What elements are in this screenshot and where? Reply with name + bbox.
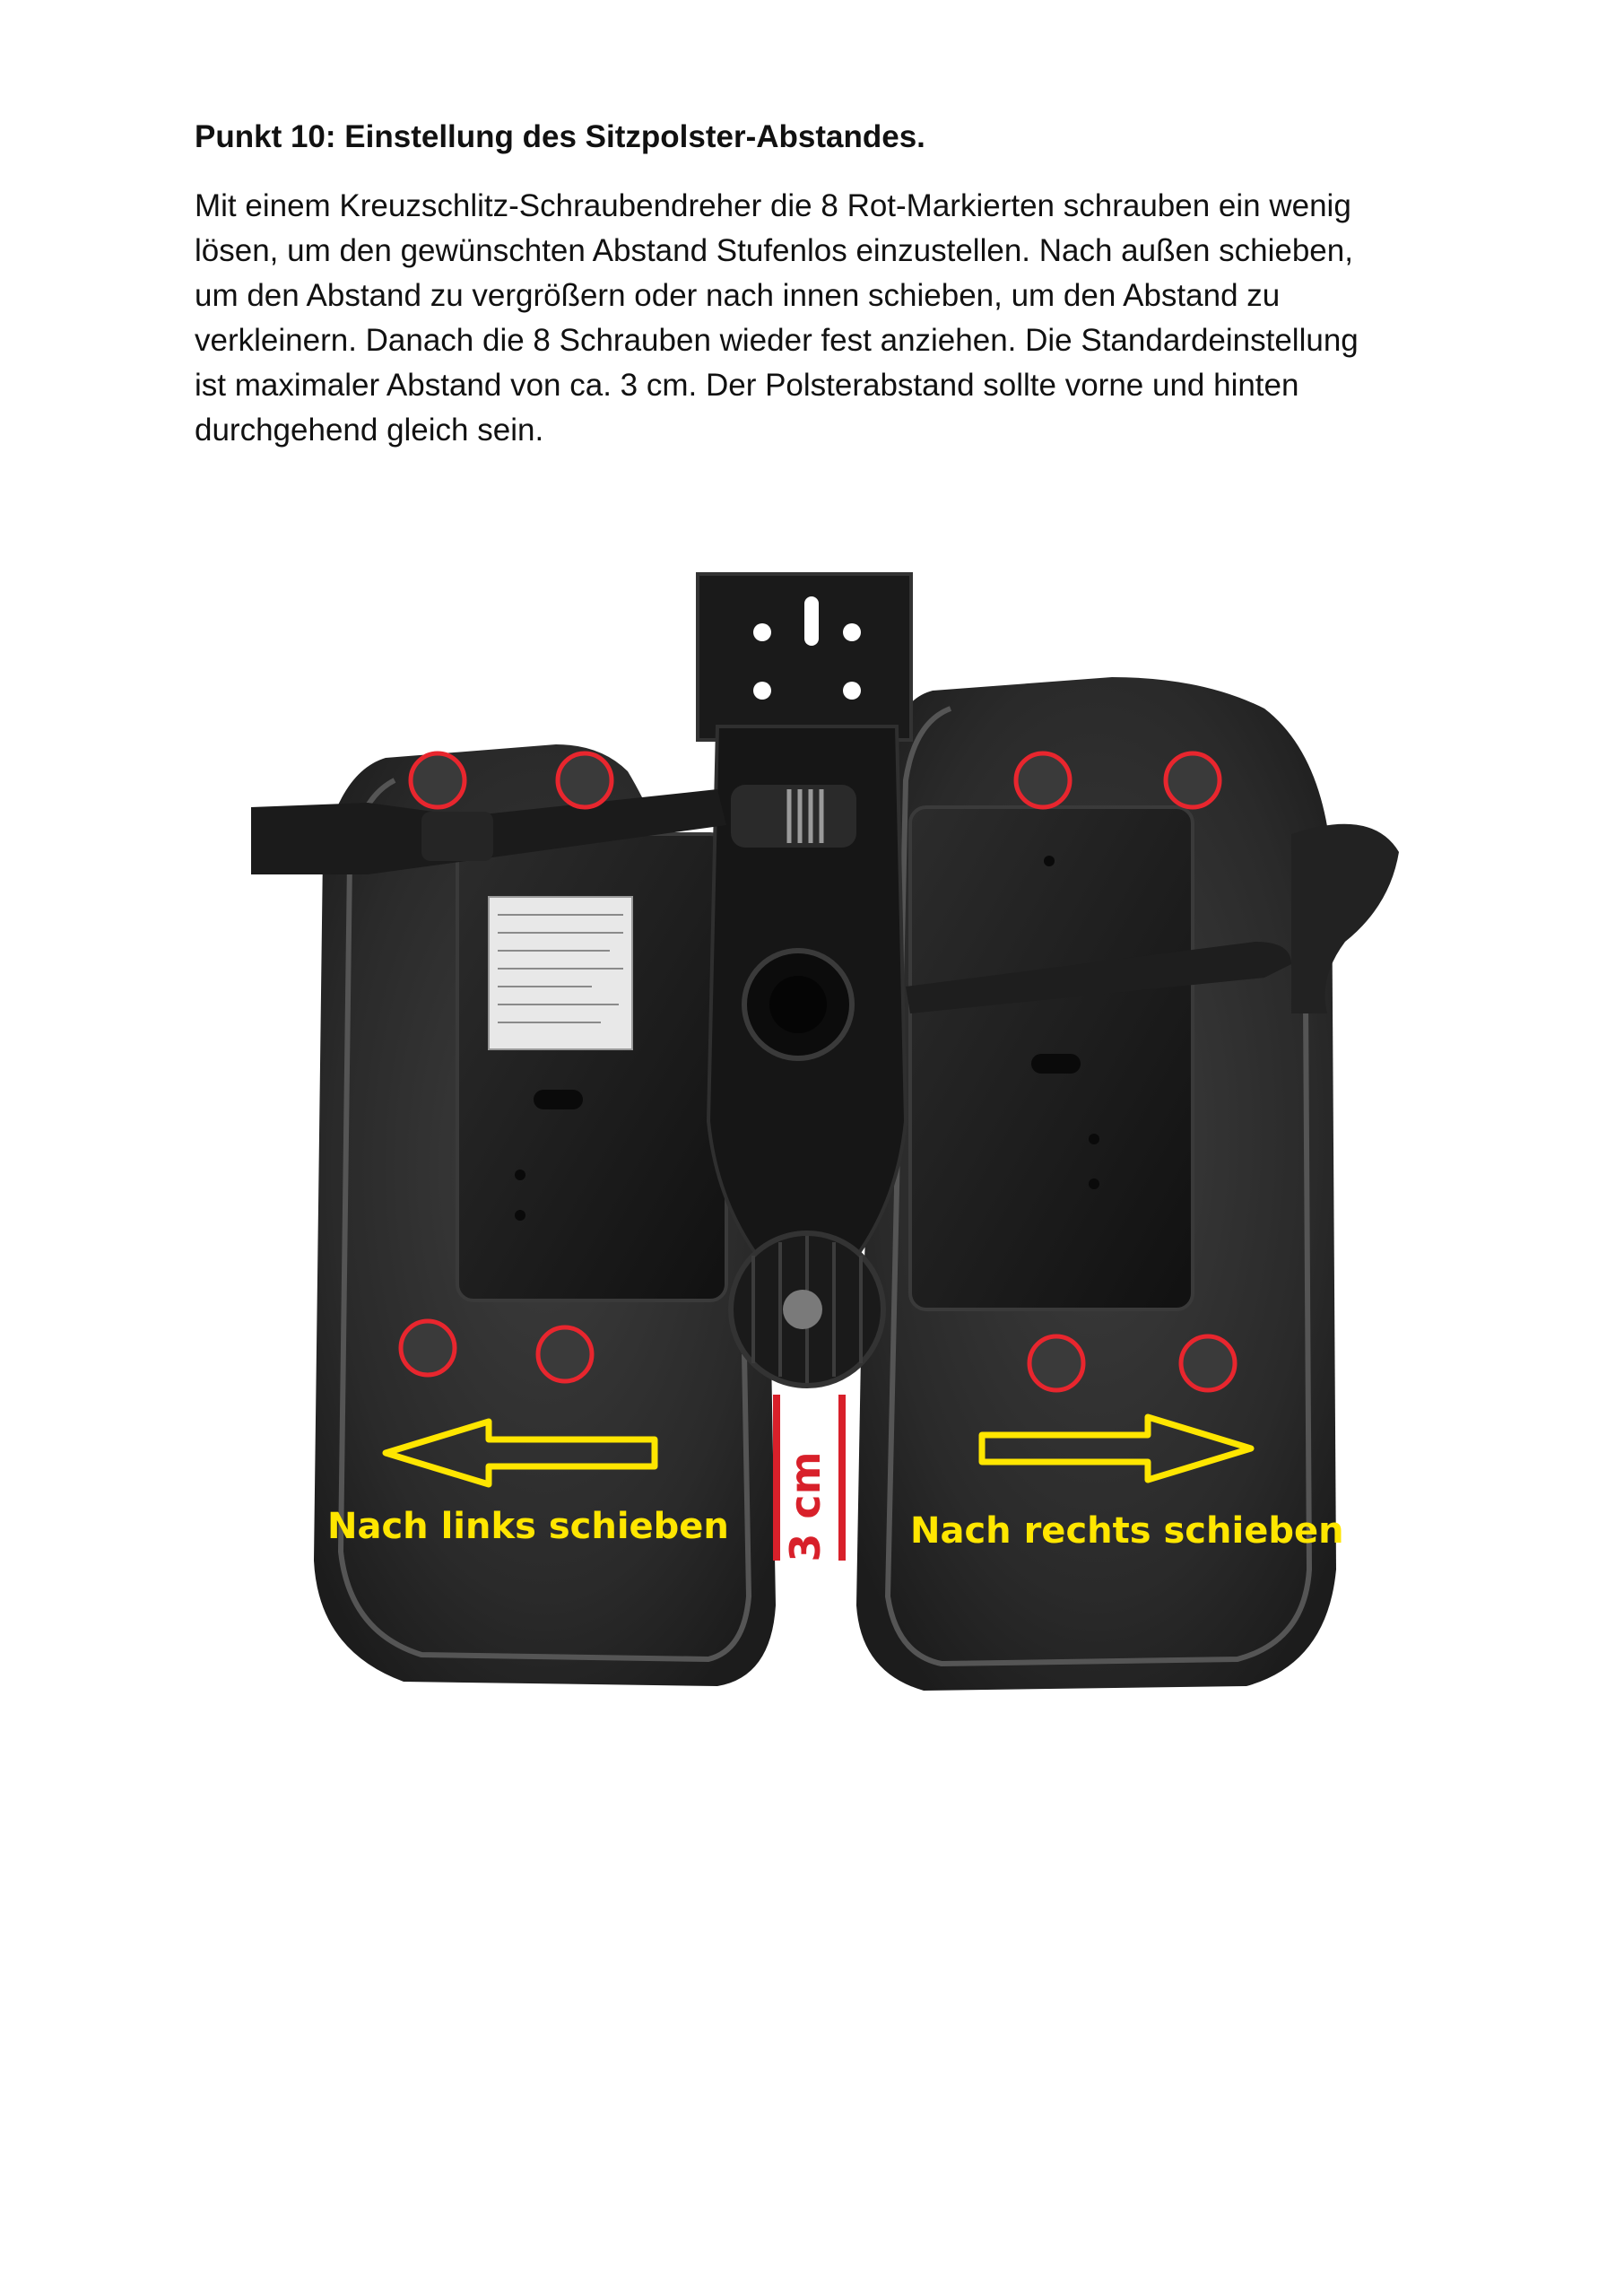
paragraph-line: durchgehend gleich sein. [195, 413, 544, 448]
paragraph-line: lösen, um den gewünschten Abstand Stufen… [195, 233, 1353, 268]
tilt-lock-rod [906, 942, 1291, 1013]
paragraph-line: ist maximaler Abstand von ca. 3 cm. Der … [195, 368, 1299, 403]
screw-marker [1163, 751, 1222, 810]
heading-step-number: Punkt 10: [195, 119, 336, 154]
screw-marker [398, 1318, 457, 1378]
right-arrow [978, 1413, 1255, 1483]
seat-illustration: 3 cm Nach links schieben Nach rechts sch… [251, 572, 1399, 1691]
tension-paddle [1291, 823, 1399, 1013]
screw-marker [1013, 751, 1073, 810]
gap-indicator-left [773, 1395, 780, 1561]
seat-mechanism-photo: 3 cm Nach links schieben Nach rechts sch… [215, 565, 1426, 1776]
instruction-paragraph: Mit einem Kreuzschlitz-Schraubendreher d… [195, 184, 1450, 453]
screw-marker [408, 751, 467, 810]
screw-markers [398, 751, 1238, 1393]
gap-indicator-right [838, 1395, 846, 1561]
right-arrow-label: Nach rechts schieben [910, 1510, 1344, 1552]
page-heading: Punkt 10: Einstellung des Sitzpolster-Ab… [195, 115, 1450, 160]
heading-title: Einstellung des Sitzpolster-Abstandes. [344, 119, 925, 154]
left-arrow [382, 1418, 658, 1488]
screw-marker [535, 1325, 595, 1384]
gap-label: 3 cm [781, 1451, 829, 1561]
screw-marker [1027, 1334, 1086, 1393]
tilt-spring [731, 785, 856, 848]
paragraph-line: verkleinern. Danach die 8 Schrauben wied… [195, 323, 1359, 358]
paragraph-line: Mit einem Kreuzschlitz-Schraubendreher d… [195, 188, 1351, 223]
top-bracket [696, 572, 913, 742]
screw-marker [1178, 1334, 1238, 1393]
left-arrow-label: Nach links schieben [327, 1506, 729, 1547]
info-label-sticker [488, 896, 633, 1050]
screw-marker [555, 751, 614, 810]
paragraph-line: um den Abstand zu vergrößern oder nach i… [195, 278, 1281, 313]
